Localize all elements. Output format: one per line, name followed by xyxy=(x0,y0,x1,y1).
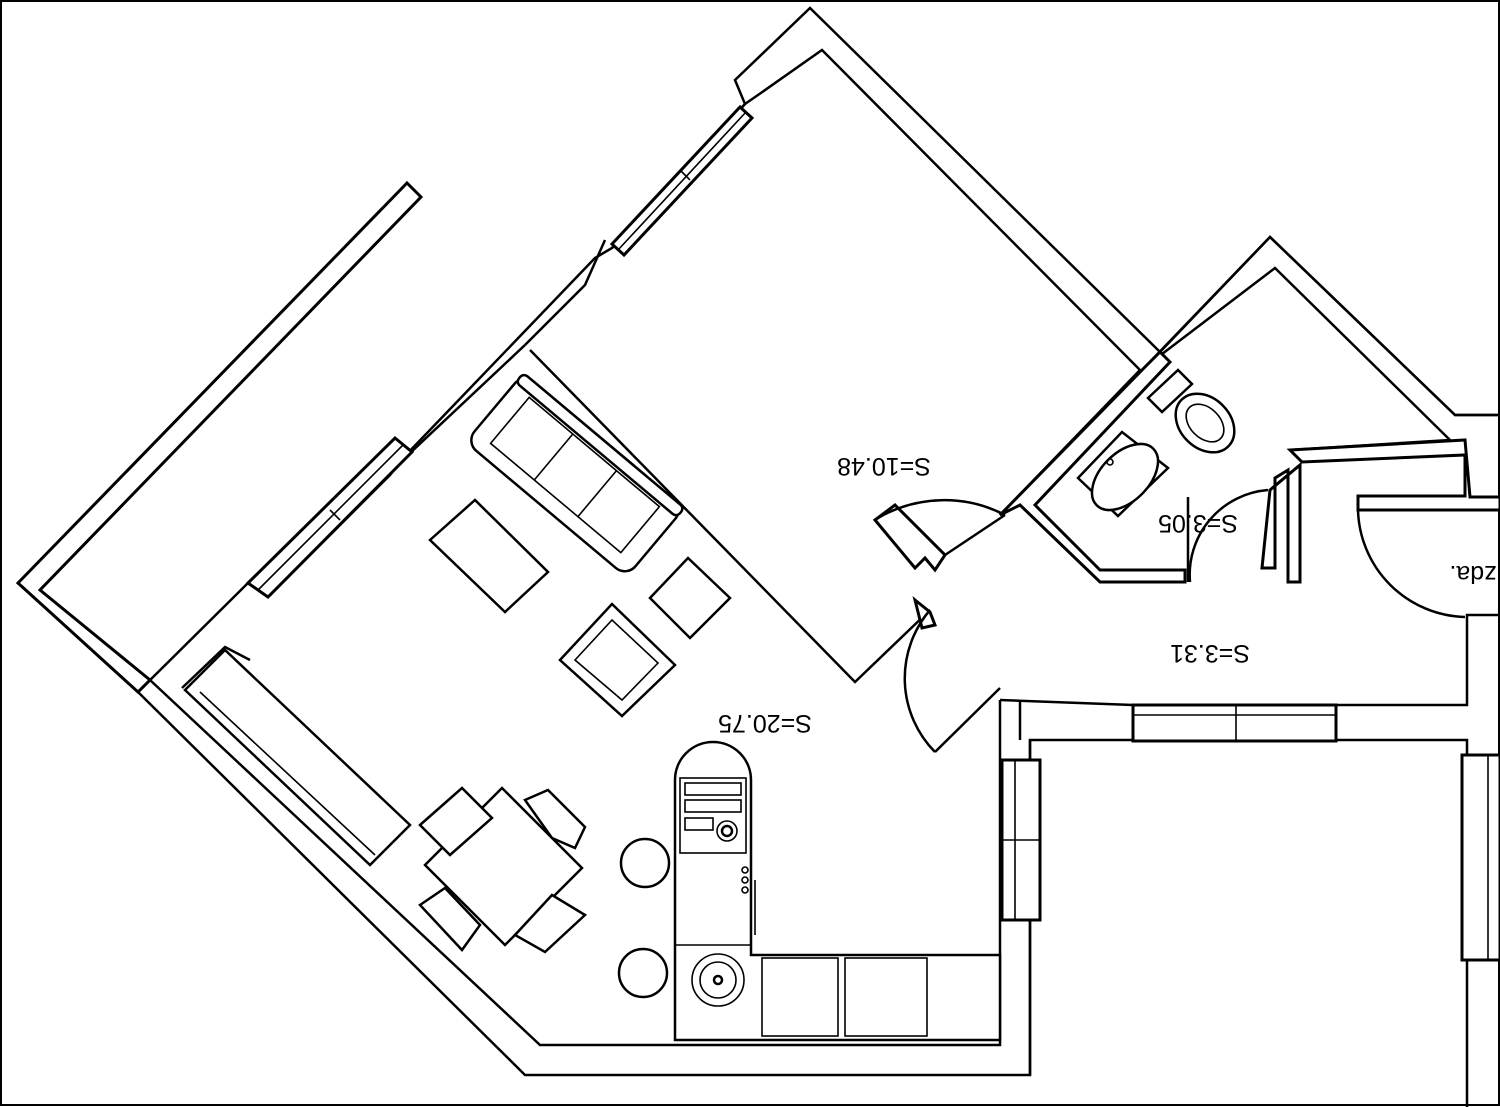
interior-walls xyxy=(872,349,1500,740)
exterior-text: zda. xyxy=(1449,560,1496,588)
window-right-edge xyxy=(1460,753,1500,962)
window-hall-south xyxy=(1131,703,1338,743)
stool-2 xyxy=(617,947,669,999)
window-bedroom-nw xyxy=(609,104,755,258)
hallway-area-label: S=3.31 xyxy=(1170,639,1250,667)
armchair xyxy=(558,602,677,718)
kitchen-counter xyxy=(673,740,1002,1042)
sofa xyxy=(470,373,684,573)
window-living-nw xyxy=(245,435,415,599)
tv-cabinet xyxy=(183,648,412,867)
bathroom-area-label: S=3.05 xyxy=(1158,509,1238,537)
bedroom-area-label: S=10.48 xyxy=(837,452,931,480)
coffee-table xyxy=(428,498,550,614)
terrace xyxy=(15,180,424,695)
living-area-label: S=20.75 xyxy=(718,709,812,737)
washbasin xyxy=(1076,430,1170,518)
toilet xyxy=(1146,368,1236,454)
side-table xyxy=(648,556,732,640)
doors xyxy=(877,488,1466,753)
dining-table xyxy=(418,786,588,954)
stool-1 xyxy=(619,837,671,889)
window-living-east xyxy=(1000,758,1042,922)
